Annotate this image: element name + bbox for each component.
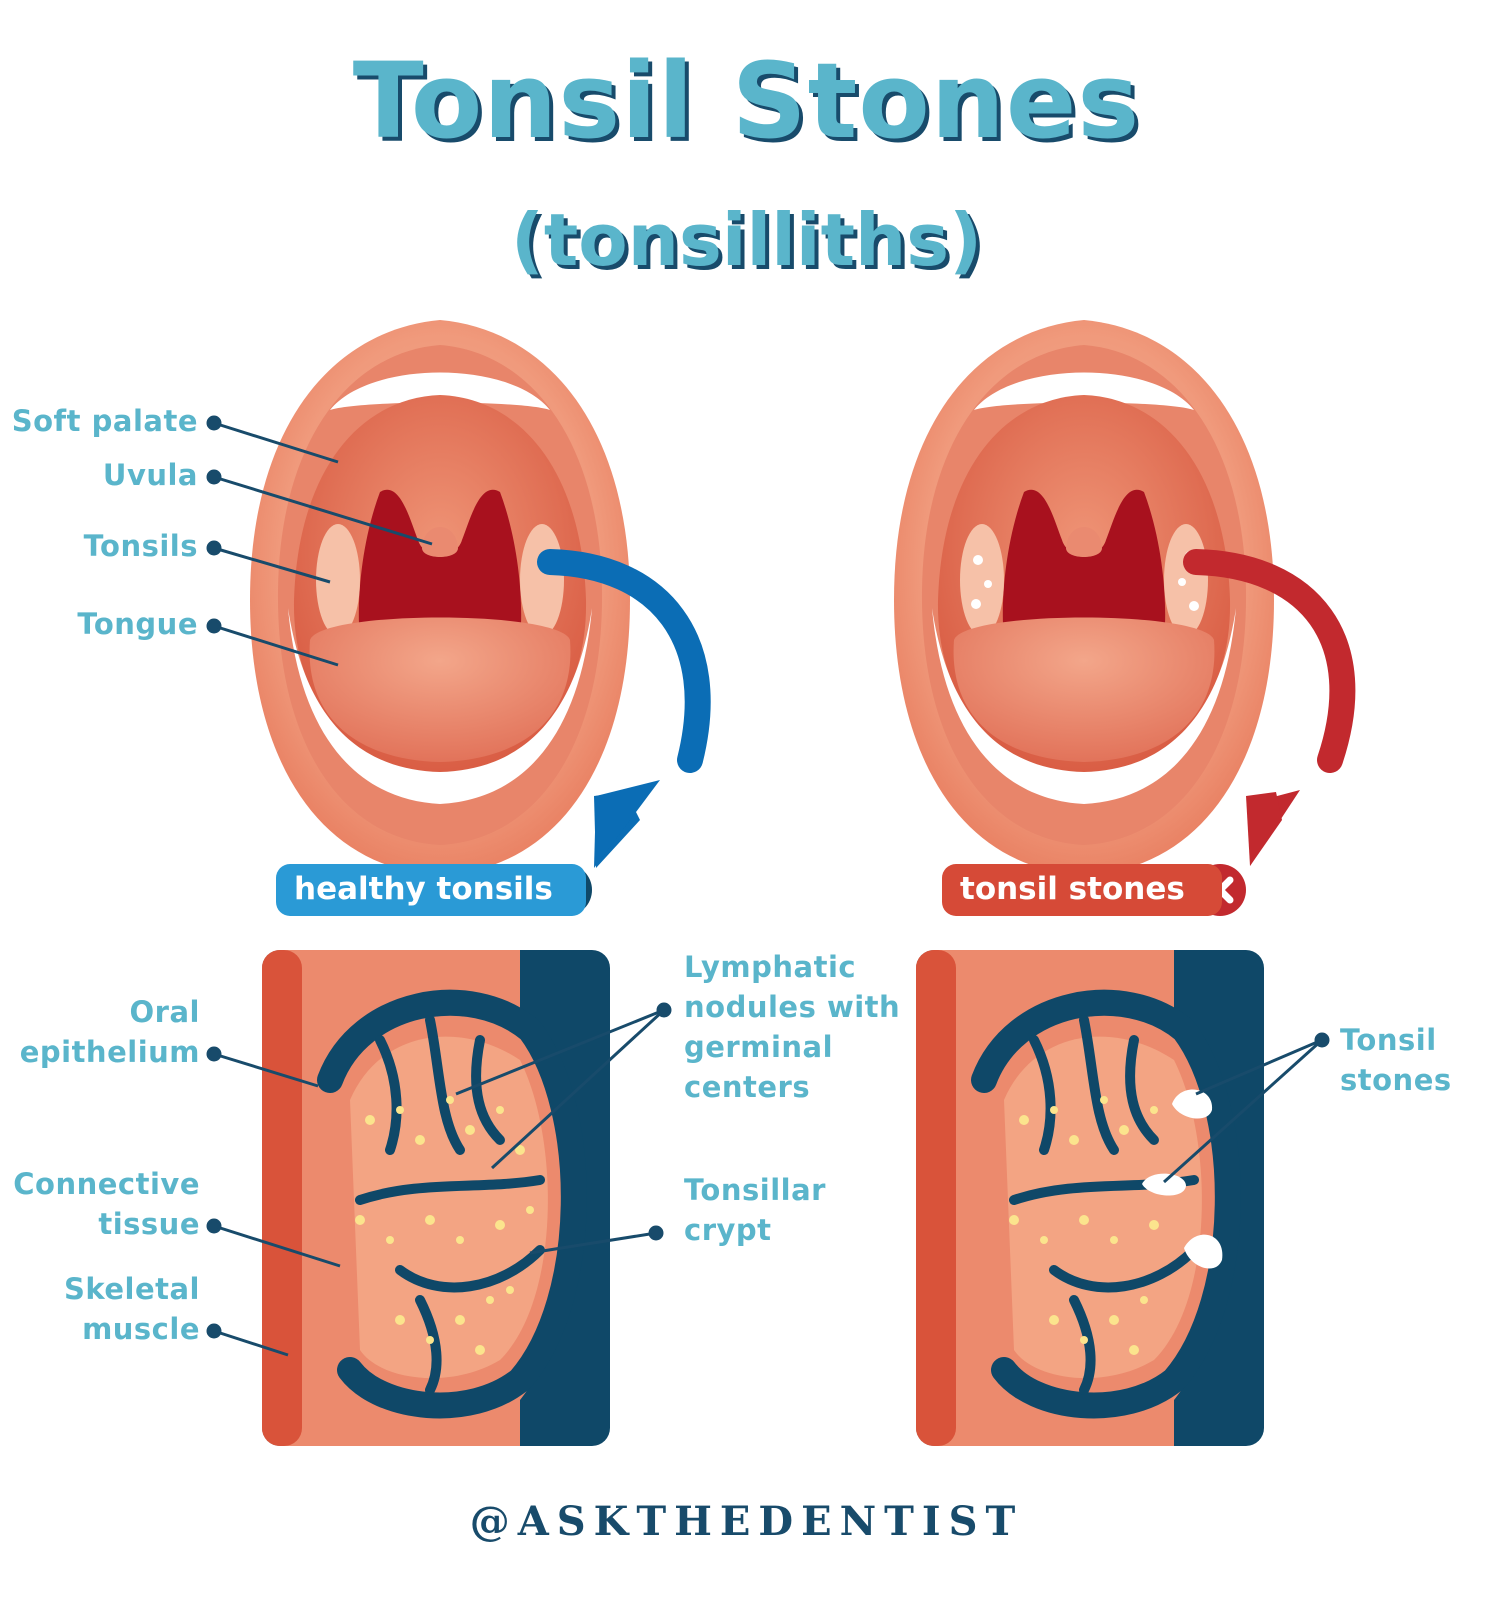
label-soft-palate: Soft palate	[11, 404, 198, 438]
healthy-tonsils-badge: healthy tonsils	[276, 864, 586, 916]
label-lymphatic-2: nodules with	[684, 990, 901, 1024]
page-title: Tonsil Stones	[352, 40, 1141, 162]
label-tonsil-stones-2: stones	[1340, 1063, 1452, 1097]
healthy-mouth	[250, 320, 711, 875]
label-skeletal-1: Skeletal	[63, 1272, 200, 1306]
label-tongue: Tongue	[77, 607, 198, 641]
tonsil-stones-badge: tonsil stones	[942, 864, 1222, 916]
label-connective-2: tissue	[98, 1207, 200, 1241]
stone-2	[1142, 1173, 1186, 1196]
stones-tissue-panel	[916, 950, 1264, 1446]
healthy-tissue-panel	[262, 950, 610, 1446]
label-oral-epithelium-1: Oral	[129, 995, 200, 1029]
label-crypt-2: crypt	[684, 1213, 772, 1247]
label-skeletal-2: muscle	[82, 1312, 200, 1346]
label-oral-epithelium-2: epithelium	[19, 1035, 200, 1069]
label-uvula: Uvula	[102, 458, 198, 492]
stone-3	[1184, 1234, 1223, 1269]
label-connective-1: Connective	[13, 1167, 200, 1201]
stones-mouth	[894, 320, 1356, 875]
stone-1	[1172, 1089, 1213, 1119]
label-lymphatic-1: Lymphatic	[684, 950, 857, 984]
label-crypt-1: Tonsillar	[684, 1173, 826, 1207]
page-subtitle: (tonsilliths)	[510, 198, 983, 282]
label-lymphatic-3: germinal	[684, 1030, 834, 1064]
label-lymphatic-4: centers	[684, 1070, 811, 1104]
label-tonsils: Tonsils	[83, 529, 198, 563]
footer-handle: @ASKTHEDENTIST	[469, 1498, 1024, 1545]
label-tonsil-stones-1: Tonsil	[1340, 1023, 1437, 1057]
